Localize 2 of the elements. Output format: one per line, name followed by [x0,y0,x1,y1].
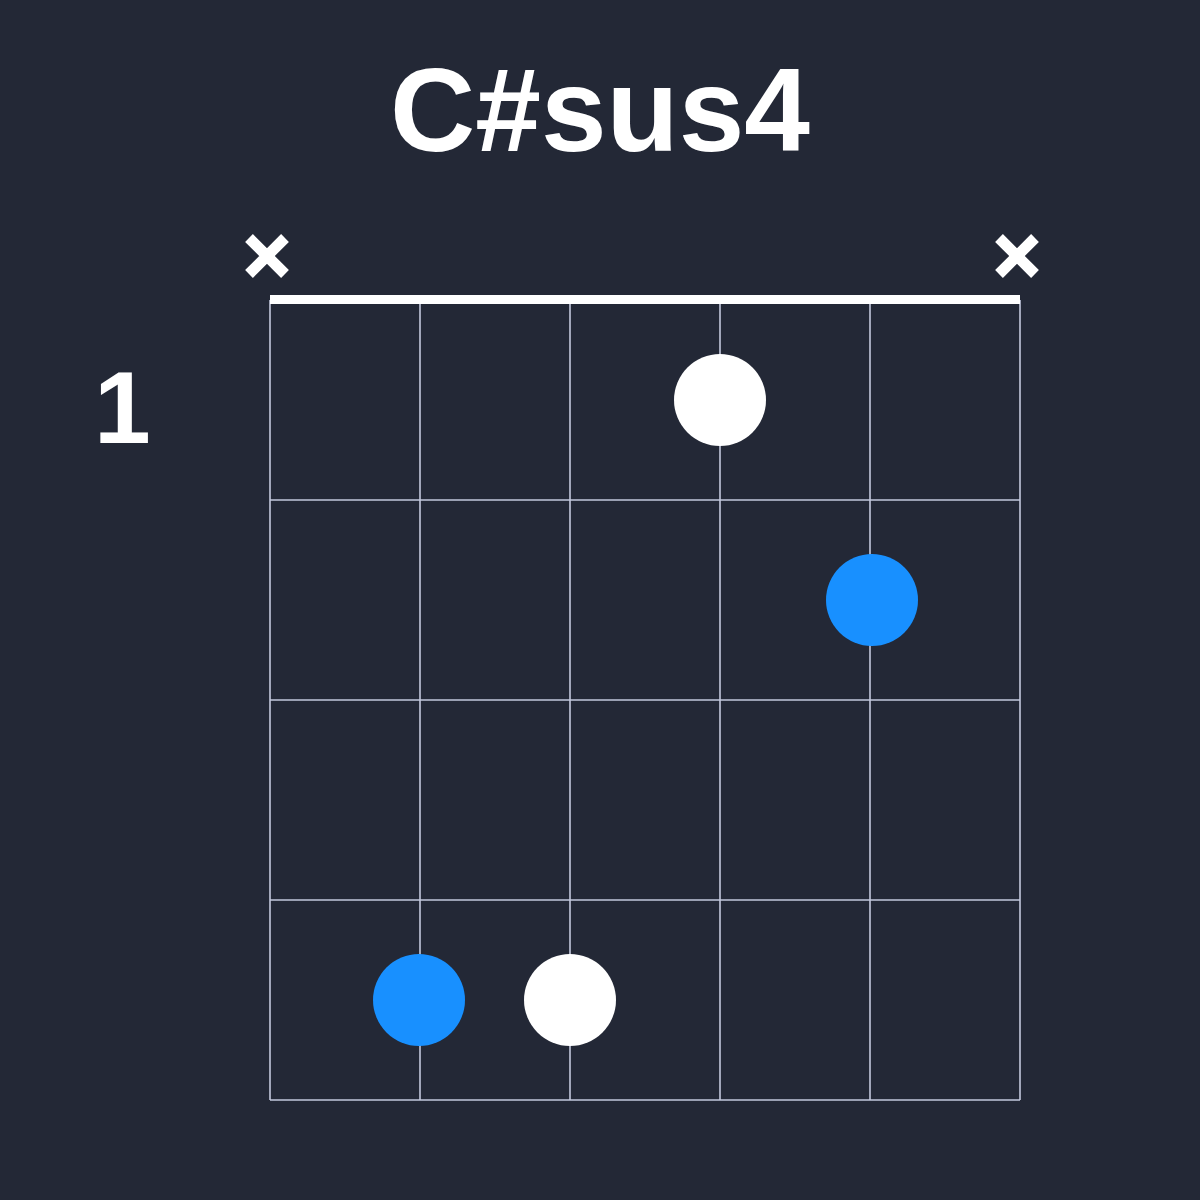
fret-number: 1 [94,350,151,466]
chord-title: C#sus4 [389,43,811,178]
